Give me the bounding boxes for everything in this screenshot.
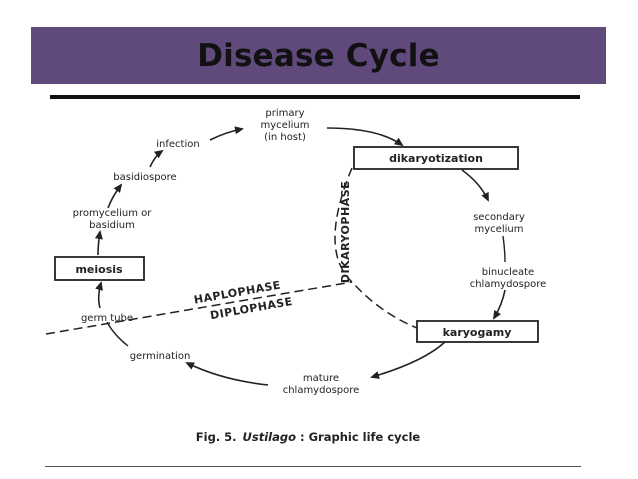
germination-label: germination	[130, 351, 191, 362]
caption-rest: : Graphic life cycle	[300, 430, 420, 444]
germ-tube-label: germ tube	[81, 313, 133, 324]
promycelium-line1: promycelium or	[73, 208, 153, 219]
karyogamy-label: karyogamy	[443, 326, 512, 339]
arrow-germ-tube-to-meiosis	[95, 281, 103, 309]
binucleate-chlamydospore-line2: chlamydospore	[470, 279, 547, 290]
caption-genus: Ustilago	[243, 430, 297, 444]
bottom-rule	[45, 466, 581, 467]
arrow-mature-to-germination	[185, 362, 269, 386]
dikaryotization-label: dikaryotization	[389, 152, 483, 165]
line-germination-to-germ-tube	[106, 321, 129, 347]
meiosis-label: meiosis	[75, 263, 123, 276]
karyogamy-box	[416, 320, 539, 343]
mature-chlamydospore-line1: mature	[303, 373, 339, 384]
line-secondary-to-binucleate	[502, 235, 506, 263]
primary-mycelium-line1: primary	[265, 108, 304, 119]
promycelium-line2: basidium	[89, 220, 135, 231]
secondary-mycelium-line1: secondary	[473, 212, 525, 223]
basidiospore-label: basidiospore	[113, 172, 176, 183]
arrow-dikaryotization-to-secondary	[461, 169, 489, 202]
title-banner: Disease Cycle	[31, 27, 606, 84]
dikaryophase-boundary	[334, 167, 429, 333]
arrow-basidiospore-to-infection	[149, 149, 164, 168]
arrow-promycelium-to-basidiospore	[107, 183, 123, 209]
slide-title: Disease Cycle	[197, 37, 440, 74]
primary-mycelium-line3: (in host)	[264, 132, 306, 143]
secondary-mycelium-line2: mycelium	[475, 224, 524, 235]
dikaryophase-label: DIKARYOPHASE	[339, 181, 352, 283]
primary-mycelium-line2: mycelium	[261, 120, 310, 131]
caption-prefix: Fig. 5.	[196, 430, 237, 444]
dikaryotization-box	[353, 146, 519, 170]
haplo-diplo-boundary	[45, 281, 353, 335]
infection-label: infection	[156, 139, 199, 150]
arrow-primary-to-dikaryotization	[326, 127, 404, 147]
top-rule	[50, 95, 580, 99]
arrow-binucleate-to-karyogamy	[492, 289, 506, 320]
mature-chlamydospore-line2: chlamydospore	[283, 385, 360, 396]
figure-caption: Fig. 5. Ustilago: Graphic life cycle	[196, 430, 421, 444]
binucleate-chlamydospore-line1: binucleate	[482, 267, 534, 278]
meiosis-box	[54, 256, 145, 281]
arrow-karyogamy-to-mature	[370, 341, 446, 379]
arrow-meiosis-to-promycelium	[94, 230, 103, 256]
arrow-infection-to-primary	[209, 126, 244, 141]
